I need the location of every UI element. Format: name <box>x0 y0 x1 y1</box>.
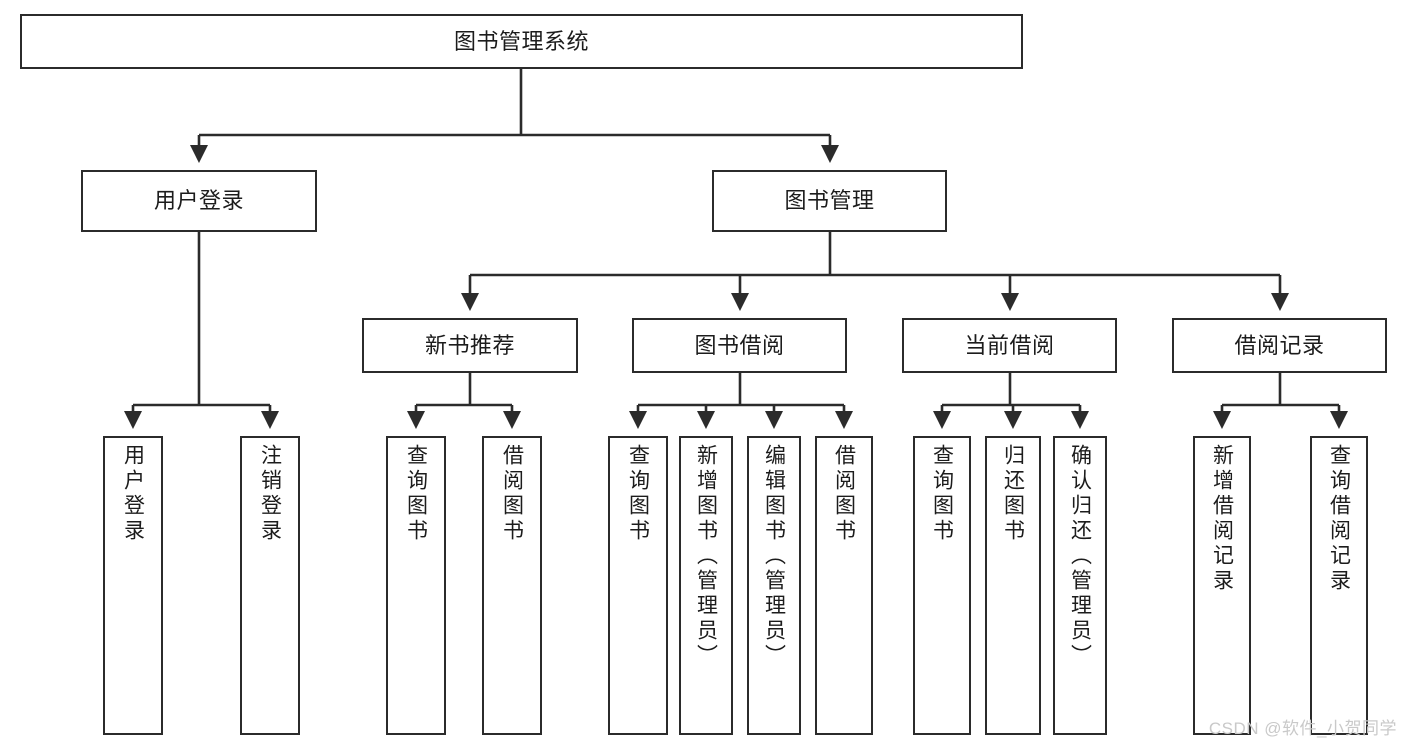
node-book-manage[interactable]: 图书管理 <box>712 170 947 232</box>
node-label-book-manage: 图书管理 <box>784 188 875 214</box>
node-root-system[interactable]: 图书管理系统 <box>20 14 1023 69</box>
node-label-leaf-logout: 注销登录 <box>258 444 282 544</box>
node-label-leaf-query-book-2: 查询图书 <box>626 444 650 544</box>
node-label-leaf-return-book: 归还图书 <box>1001 444 1025 544</box>
node-leaf-borrow-book-1[interactable]: 借阅图书 <box>482 436 542 735</box>
node-label-leaf-add-book: 新增图书（管理员） <box>694 444 718 669</box>
node-label-leaf-query-book-3: 查询图书 <box>930 444 954 544</box>
node-leaf-query-book-3[interactable]: 查询图书 <box>913 436 971 735</box>
node-leaf-add-book[interactable]: 新增图书（管理员） <box>679 436 733 735</box>
node-leaf-query-book-2[interactable]: 查询图书 <box>608 436 668 735</box>
node-label-leaf-query-record: 查询借阅记录 <box>1327 444 1351 594</box>
node-book-borrow[interactable]: 图书借阅 <box>632 318 847 373</box>
node-label-root: 图书管理系统 <box>453 28 589 54</box>
node-label-leaf-borrow-book-1: 借阅图书 <box>500 444 524 544</box>
node-label-leaf-borrow-book-2: 借阅图书 <box>832 444 856 544</box>
node-label-borrow-record: 借阅记录 <box>1234 332 1325 358</box>
node-leaf-edit-book[interactable]: 编辑图书（管理员） <box>747 436 801 735</box>
node-leaf-logout[interactable]: 注销登录 <box>240 436 300 735</box>
node-current-borrow[interactable]: 当前借阅 <box>902 318 1117 373</box>
node-user-login[interactable]: 用户登录 <box>81 170 317 232</box>
node-label-leaf-add-record: 新增借阅记录 <box>1210 444 1234 594</box>
node-label-user-login: 用户登录 <box>153 188 244 214</box>
node-label-leaf-edit-book: 编辑图书（管理员） <box>762 444 786 669</box>
node-label-book-borrow: 图书借阅 <box>694 332 785 358</box>
node-borrow-record[interactable]: 借阅记录 <box>1172 318 1387 373</box>
node-leaf-add-record[interactable]: 新增借阅记录 <box>1193 436 1251 735</box>
node-leaf-return-book[interactable]: 归还图书 <box>985 436 1041 735</box>
node-new-book-recommend[interactable]: 新书推荐 <box>362 318 578 373</box>
node-label-leaf-confirm-return: 确认归还（管理员） <box>1068 444 1092 669</box>
csdn-watermark: CSDN @软件_小贺同学 <box>1208 719 1397 738</box>
node-label-new-book-recommend: 新书推荐 <box>424 332 515 358</box>
node-label-leaf-query-book-1: 查询图书 <box>404 444 428 544</box>
node-leaf-query-book-1[interactable]: 查询图书 <box>386 436 446 735</box>
node-label-current-borrow: 当前借阅 <box>964 332 1055 358</box>
node-leaf-query-record[interactable]: 查询借阅记录 <box>1310 436 1368 735</box>
node-leaf-borrow-book-2[interactable]: 借阅图书 <box>815 436 873 735</box>
node-leaf-user-login[interactable]: 用户登录 <box>103 436 163 735</box>
node-leaf-confirm-return[interactable]: 确认归还（管理员） <box>1053 436 1107 735</box>
node-label-leaf-user-login: 用户登录 <box>121 444 145 544</box>
